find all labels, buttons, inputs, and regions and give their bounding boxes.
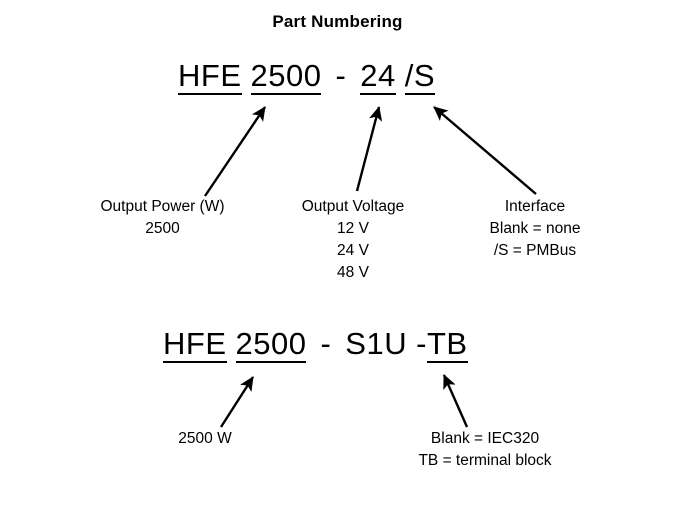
arrow-output-power — [204, 106, 266, 197]
callout-wattage: 2500 W — [120, 428, 290, 450]
callout-heading: Output Power (W) — [100, 198, 225, 215]
callout-heading: 2500 W — [178, 430, 232, 447]
arrow-connector — [442, 374, 469, 428]
segment-connector-2: TB — [426, 326, 468, 363]
callout-option: Blank = none — [489, 220, 581, 237]
segment-voltage-1: 24 — [360, 58, 396, 95]
segment-interface-1: /S — [404, 58, 436, 95]
callout-heading: Output Voltage — [301, 198, 405, 215]
callout-heading: Interface — [504, 198, 566, 215]
callout-option: 24 V — [337, 242, 369, 259]
segment-dash-1: - — [335, 58, 347, 93]
callout-option: TB = terminal block — [418, 452, 552, 469]
callout-output-power: Output Power (W) 2500 — [55, 196, 270, 240]
segment-dash-3: - — [416, 326, 427, 361]
arrow-output-voltage — [355, 106, 383, 192]
segment-hfe-1: HFE — [178, 58, 242, 95]
callout-option: 2500 — [145, 220, 180, 237]
segment-wattage-1: 2500 — [250, 58, 322, 95]
callout-connector: Blank = IEC320 TB = terminal block — [370, 428, 600, 472]
arrow-wattage — [219, 376, 255, 428]
callout-option: 12 V — [337, 220, 369, 237]
callout-heading: Blank = IEC320 — [430, 430, 540, 447]
segment-wattage-2: 2500 — [235, 326, 307, 363]
page-title: Part Numbering — [272, 12, 403, 31]
callout-output-voltage: Output Voltage 12 V 24 V 48 V — [273, 196, 433, 284]
segment-hfe-2: HFE — [163, 326, 227, 363]
segment-dash-2: - — [320, 326, 332, 361]
arrow-interface — [433, 106, 537, 195]
callout-option: /S = PMBus — [493, 242, 577, 259]
callout-interface: Interface Blank = none /S = PMBus — [440, 196, 630, 262]
segment-form-factor-2: S1U — [345, 326, 408, 361]
callout-option: 48 V — [337, 264, 369, 281]
